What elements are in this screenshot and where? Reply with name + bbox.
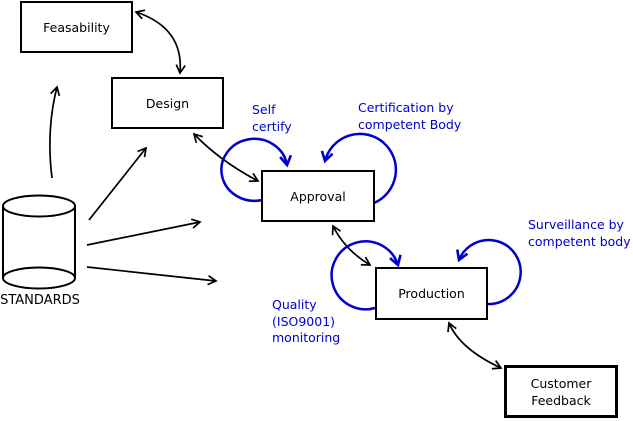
standards-label: STANDARDS xyxy=(0,293,80,308)
self-loop-surveillance xyxy=(456,238,522,306)
annotation-quality-line1: Quality xyxy=(272,297,317,312)
self-loop-quality-monitoring xyxy=(330,240,402,311)
box-customer-feedback-line1: Customer xyxy=(530,375,592,391)
arrow-production-customer-feedback xyxy=(447,321,503,370)
box-production-label: Production xyxy=(398,286,465,301)
standards-cylinder-shape xyxy=(2,194,76,290)
annotation-quality-line2: (ISO9001) xyxy=(272,313,336,329)
arrow-standards-to-feasability xyxy=(49,85,61,179)
annotation-quality-monitoring: Quality (ISO9001) monitoring xyxy=(272,297,340,347)
box-design: Design xyxy=(111,77,224,129)
arrow-feasability-design xyxy=(134,9,186,75)
annotation-surveillance-line1: Surveillance by xyxy=(528,217,624,232)
annotation-self-certify-line2: certify xyxy=(252,118,292,134)
box-customer-feedback-line2: Feedback xyxy=(531,392,591,408)
box-customer-feedback: Customer Feedback xyxy=(504,365,618,418)
annotation-certification-line2: competent Body xyxy=(358,116,462,132)
self-loop-certification xyxy=(320,132,398,205)
annotation-surveillance: Surveillance by competent body xyxy=(528,217,631,250)
arrow-standards-to-design xyxy=(88,146,148,221)
arrow-approval-production xyxy=(331,224,372,266)
annotation-certification-line1: Certification by xyxy=(358,100,454,115)
annotation-self-certify: Self certify xyxy=(252,102,292,135)
box-feasability: Feasability xyxy=(20,1,133,53)
box-feasability-label: Feasability xyxy=(43,19,110,35)
annotation-certification: Certification by competent Body xyxy=(358,100,461,133)
self-loop-self-certify xyxy=(220,137,293,203)
arrow-standards-to-production xyxy=(86,266,218,286)
annotation-surveillance-line2: competent body xyxy=(528,233,631,249)
box-production: Production xyxy=(375,267,488,320)
box-approval: Approval xyxy=(261,170,375,222)
box-design-label: Design xyxy=(145,95,190,111)
arrow-standards-to-approval xyxy=(86,218,202,246)
arrow-design-approval xyxy=(192,132,260,183)
annotation-self-certify-line1: Self xyxy=(252,102,276,117)
box-approval-label: Approval xyxy=(290,188,346,204)
annotation-quality-line3: monitoring xyxy=(272,330,341,345)
